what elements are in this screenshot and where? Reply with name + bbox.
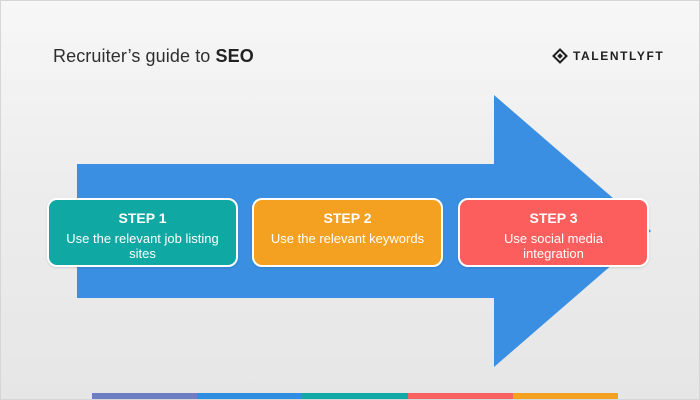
footer-bar-segment-4 [407, 393, 513, 399]
slide-title-prefix: Recruiter’s guide to [53, 46, 216, 66]
step-card-3: STEP 3 Use social media integration [458, 198, 649, 267]
step-3-description: Use social media integration [504, 231, 603, 261]
step-2-description: Use the relevant keywords [270, 231, 425, 246]
step-1-title: STEP 1 [118, 210, 167, 226]
talentlyft-logo-text: TALENTLYFT [573, 49, 665, 63]
step-2-title: STEP 2 [323, 210, 372, 226]
step-card-1: STEP 1 Use the relevant job listing site… [47, 198, 238, 267]
step-1-description: Use the relevant job listing sites [66, 231, 219, 261]
talentlyft-logo-icon [552, 48, 568, 64]
footer-bar-segment-1 [92, 393, 198, 399]
talentlyft-logo: TALENTLYFT [552, 46, 664, 66]
footer-bar-segment-2 [197, 393, 303, 399]
footer-color-bar [92, 393, 619, 399]
step-card-2: STEP 2 Use the relevant keywords [252, 198, 443, 267]
footer-bar-segment-3 [302, 393, 408, 399]
step-3-title: STEP 3 [529, 210, 578, 226]
slide-title-emphasis: SEO [215, 46, 254, 66]
footer-bar-segment-5 [512, 393, 619, 399]
slide-title: Recruiter’s guide to SEO [53, 46, 254, 67]
